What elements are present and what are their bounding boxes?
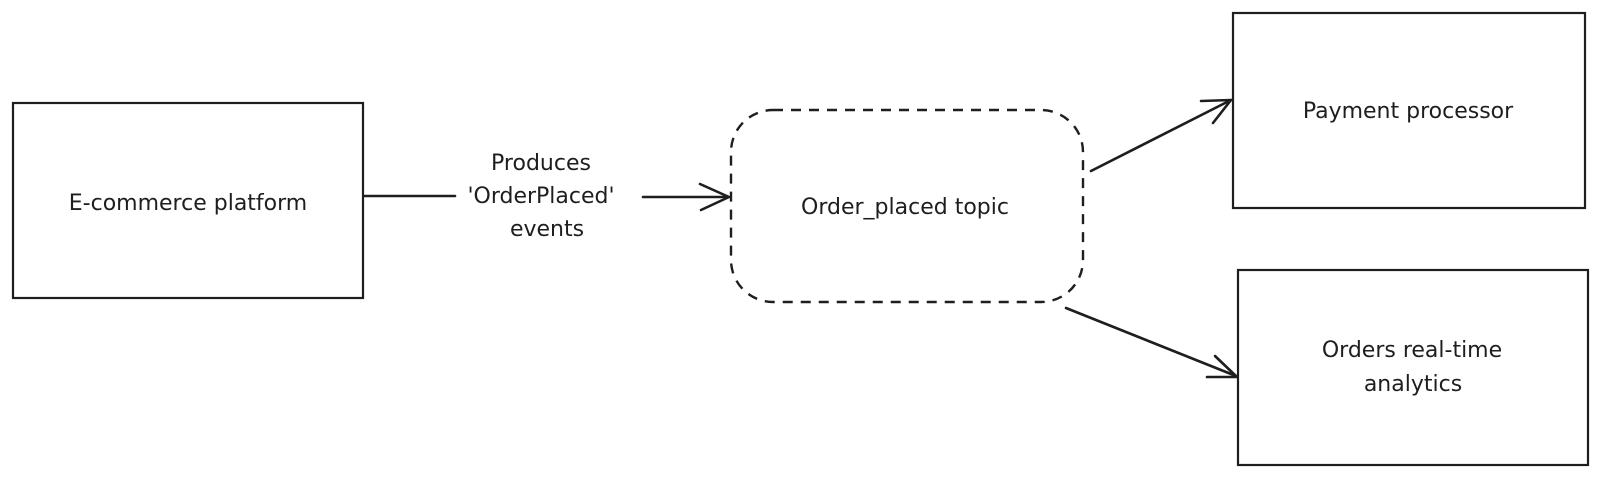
node-order-placed-topic[interactable]: Order_placed topic [729,108,1085,304]
node-payment-processor[interactable]: Payment processor [1231,11,1587,210]
edge-produces-events[interactable]: Produces 'OrderPlaced' events [362,151,731,242]
edge-topic-to-analytics-line [1064,306,1238,378]
edge-topic-to-payment[interactable] [1089,98,1233,173]
arrowhead-icon [698,182,731,212]
edge-produces-label-line3: events [510,217,584,242]
node-orders-realtime-analytics-box [1236,268,1590,467]
node-ecommerce-platform[interactable]: E-commerce platform [11,101,365,300]
node-ecommerce-platform-label: E-commerce platform [69,191,307,216]
edge-produces-label-line2: 'OrderPlaced' [467,184,614,209]
node-order-placed-topic-box [729,108,1085,304]
node-orders-realtime-analytics-label-line1: Orders real-time [1322,338,1502,363]
node-payment-processor-label: Payment processor [1303,99,1514,124]
node-orders-realtime-analytics-label-line2: analytics [1364,372,1462,397]
node-payment-processor-box [1231,11,1587,210]
edge-topic-to-analytics[interactable] [1064,306,1239,379]
edge-produces-label-line1: Produces [491,151,591,176]
edge-topic-to-payment-line [1089,98,1233,173]
node-order-placed-topic-label: Order_placed topic [801,195,1009,220]
arrowhead-icon [1199,98,1233,125]
node-ecommerce-platform-box [11,101,365,300]
node-orders-realtime-analytics[interactable]: Orders real-time analytics [1236,268,1590,467]
